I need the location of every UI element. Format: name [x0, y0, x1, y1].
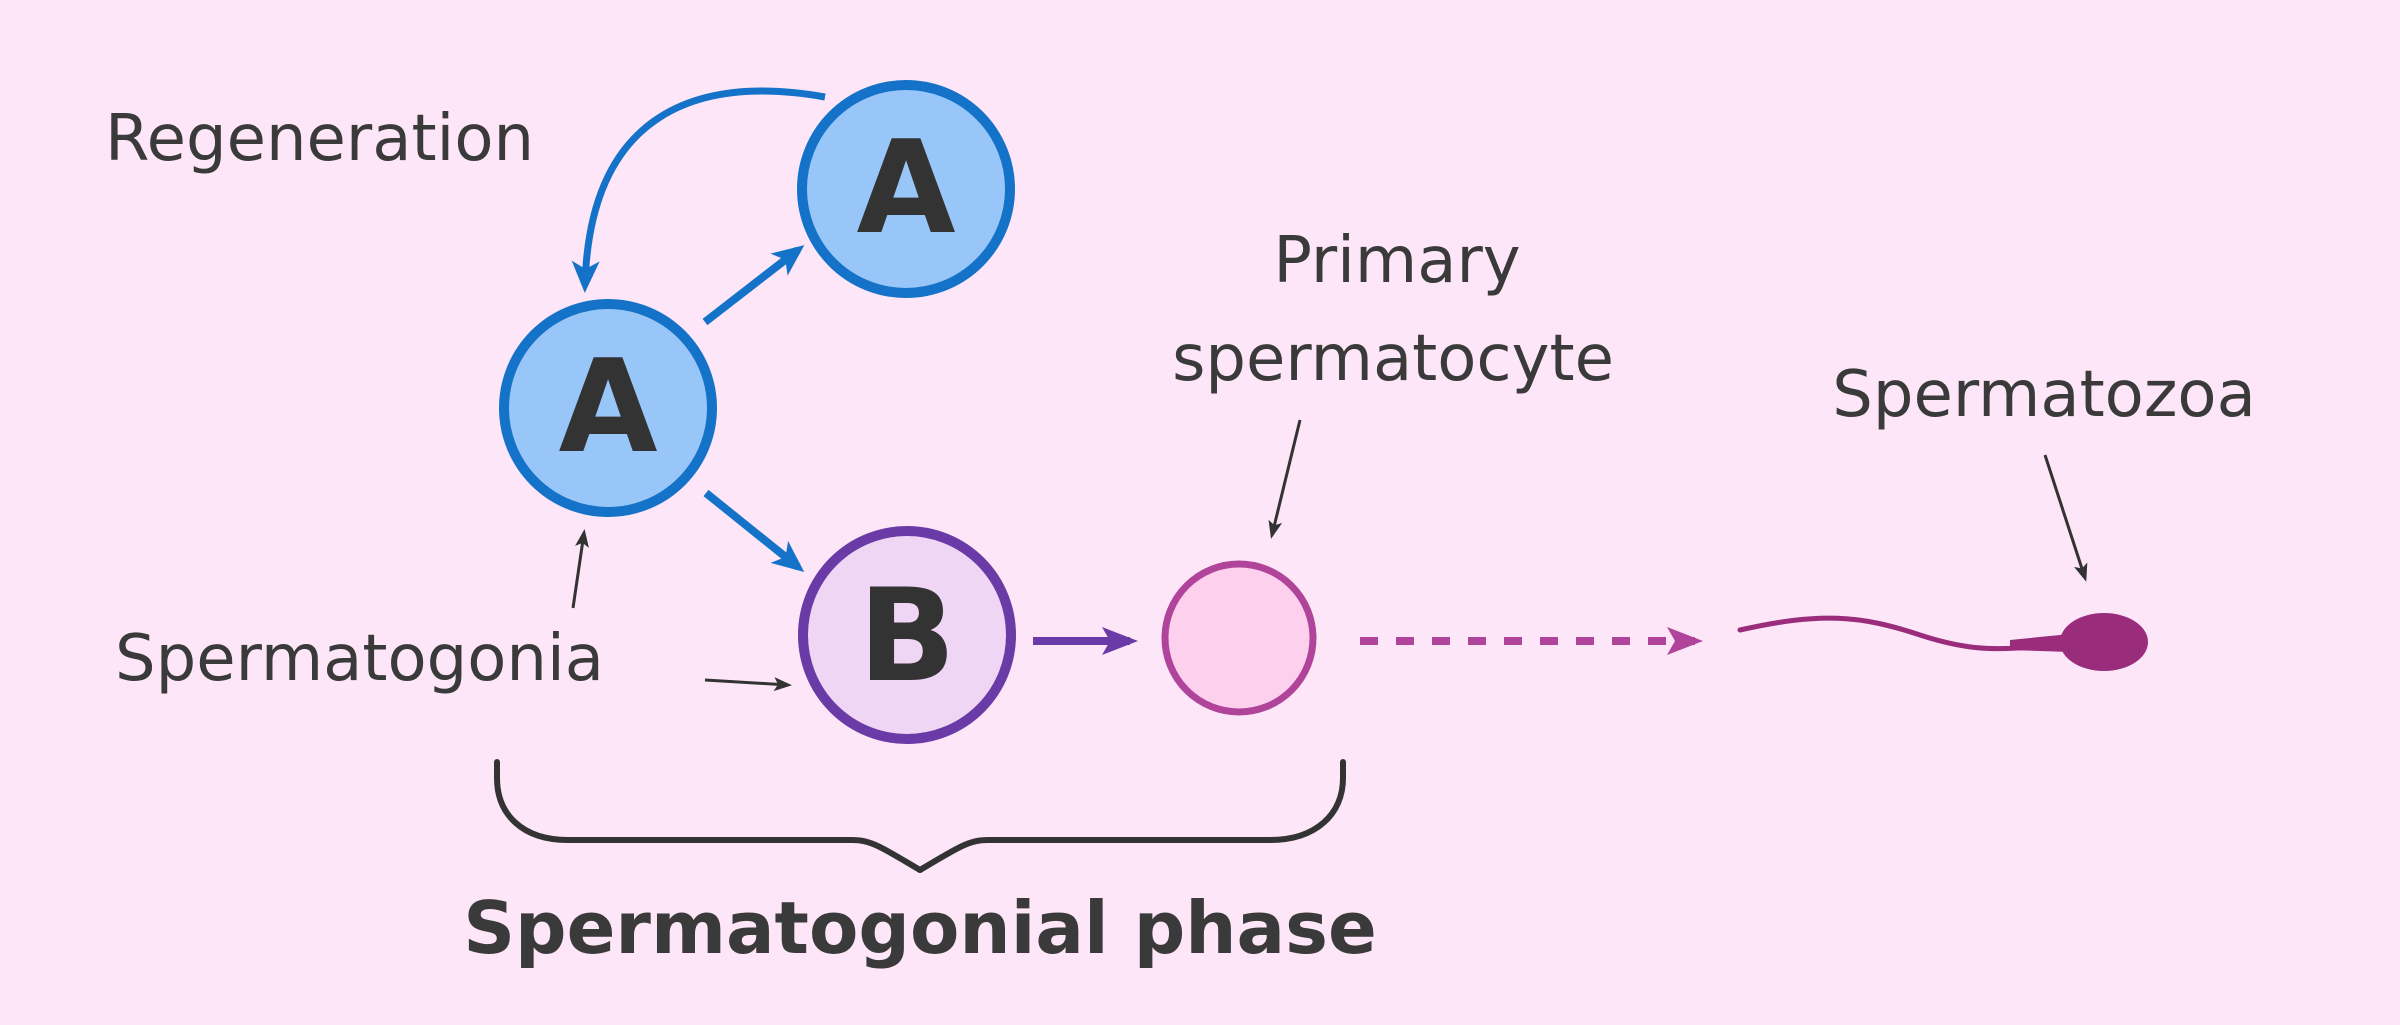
cell-a-middle-letter: A — [558, 333, 657, 482]
label-regeneration: Regeneration — [105, 102, 534, 176]
primary-spermatocyte-cell — [1161, 560, 1317, 716]
cell-b-letter: B — [858, 562, 956, 711]
pointer-spermatogonia-to-a — [571, 529, 589, 609]
arrow-a-to-b — [703, 489, 805, 573]
label-primary-line2: spermatocyte — [1172, 322, 1614, 396]
cell-a-top-letter: A — [856, 114, 955, 263]
label-spermatogonia: Spermatogonia — [115, 622, 604, 696]
spermatozoon — [1737, 613, 2148, 671]
pointer-spermatogonia-to-b — [704, 677, 792, 692]
phase-brace — [494, 759, 1346, 873]
pointer-spermatozoa — [2043, 454, 2088, 582]
label-spermatogonial-phase: Spermatogonial phase — [463, 886, 1377, 970]
label-primary-line1: Primary — [1273, 224, 1520, 298]
cell-b: B — [798, 526, 1016, 744]
arrow-a-to-a — [702, 245, 805, 326]
regeneration-arrow — [571, 87, 826, 293]
cell-a-top: A — [797, 80, 1015, 298]
label-spermatozoa: Spermatozoa — [1832, 358, 2256, 432]
pointer-primary-spermatocyte — [1268, 419, 1302, 539]
cell-a-middle: A — [499, 299, 717, 517]
